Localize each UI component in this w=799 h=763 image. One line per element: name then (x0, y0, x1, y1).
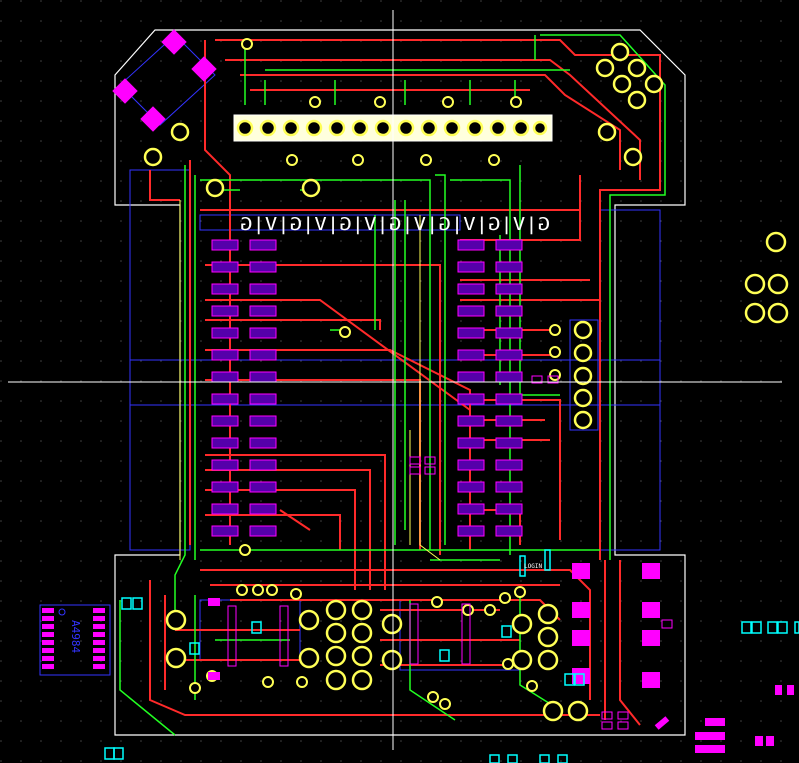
ic-footprint-a4984[interactable]: A4984 (42, 608, 105, 669)
cyan-component-label: LOGIN (524, 563, 542, 570)
smd-pads-right[interactable] (457, 239, 523, 537)
header-pads[interactable] (236, 119, 548, 137)
cyan-pads[interactable] (104, 549, 799, 763)
board-outline[interactable] (114, 29, 686, 736)
small-smd-components[interactable] (227, 375, 673, 730)
yellow-traces (179, 200, 441, 561)
crosshair-icon (8, 10, 782, 750)
ic-label: A4984 (69, 620, 82, 653)
smd-pads-left[interactable] (211, 239, 277, 537)
header-pin-labels: G|V|G|V|G|V|G|V|G|V|G|V|G (240, 214, 550, 235)
through-hole-pads[interactable] (143, 42, 789, 722)
